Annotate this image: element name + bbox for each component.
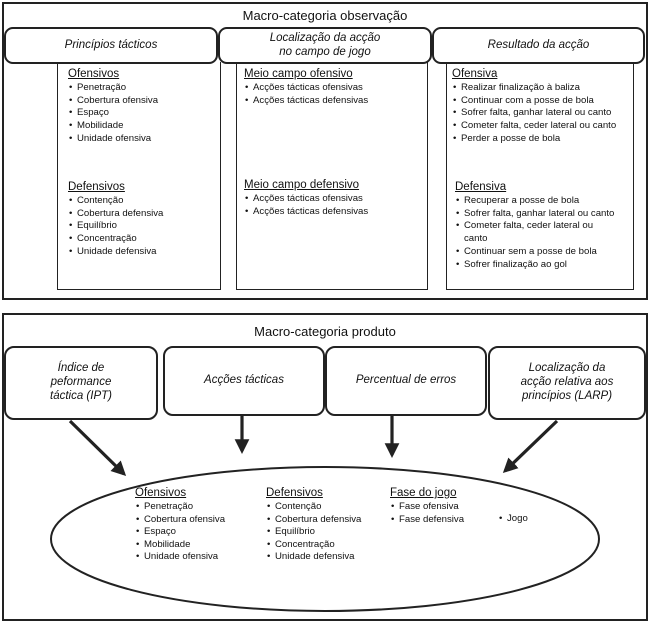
box-larp-line1: Localização da xyxy=(528,362,606,375)
principios-defensivos-title: Defensivos xyxy=(68,181,125,193)
list-item: Acções tácticas ofensivas xyxy=(244,193,424,206)
arrow-larp xyxy=(502,419,559,474)
localizacao-defensivo-list: Acções tácticas ofensivas Acções táctica… xyxy=(244,193,424,218)
ellipse-ofensivos-group: Ofensivos Penetração Cobertura ofensiva … xyxy=(135,487,255,564)
header-localizacao-line2: no campo de jogo xyxy=(279,45,371,58)
list-item: Cometer falta, ceder lateral ou canto xyxy=(452,120,632,133)
header-resultado-accao: Resultado da acção xyxy=(432,27,645,64)
list-item: Unidade ofensiva xyxy=(135,551,255,564)
box-accoes-label: Acções tácticas xyxy=(204,374,284,387)
list-item: Penetração xyxy=(135,501,255,514)
list-item: Jogo xyxy=(498,513,558,526)
list-item: Contenção xyxy=(68,195,218,208)
box-ipt: Índice de peformance táctica (IPT) xyxy=(4,346,158,420)
list-item: Cobertura ofensiva xyxy=(68,95,218,108)
resultado-defensiva-list: Recuperar a posse de bola Sofrer falta, … xyxy=(455,195,615,271)
list-item: Unidade ofensiva xyxy=(68,133,218,146)
ellipse-jogo-group: Jogo xyxy=(498,511,558,526)
principios-ofensivos-group: Ofensivos Penetração Cobertura ofensiva … xyxy=(68,68,218,146)
list-item: Mobilidade xyxy=(68,120,218,133)
ellipse-fase-list: Fase ofensiva Fase defensiva xyxy=(390,501,490,526)
resultado-ofensiva-title: Ofensiva xyxy=(452,68,498,80)
list-item: Equilíbrio xyxy=(266,526,391,539)
list-item: Acções tácticas ofensivas xyxy=(244,82,424,95)
list-item: Concentração xyxy=(68,233,218,246)
ellipse-ofensivos-list: Penetração Cobertura ofensiva Espaço Mob… xyxy=(135,501,255,564)
list-item: Cobertura ofensiva xyxy=(135,514,255,527)
box-larp-line2: acção relativa aos xyxy=(520,376,614,389)
list-item: Contenção xyxy=(266,501,391,514)
list-item: Cobertura defensiva xyxy=(68,208,218,221)
list-item: Continuar com a posse de bola xyxy=(452,95,632,108)
produto-title: Macro-categoria produto xyxy=(254,324,396,339)
list-item: Espaço xyxy=(135,526,255,539)
ellipse-defensivos-list: Contenção Cobertura defensiva Equilíbrio… xyxy=(266,501,391,564)
box-larp-line3: princípios (LARP) xyxy=(521,389,613,402)
list-item: Acções tácticas defensivas xyxy=(244,95,424,108)
observacao-title: Macro-categoria observação xyxy=(242,8,408,23)
arrow-ipt xyxy=(68,419,127,477)
localizacao-ofensivo-title: Meio campo ofensivo xyxy=(244,68,353,80)
box-ipt-line3: táctica (IPT) xyxy=(50,389,112,402)
principios-ofensivos-list: Penetração Cobertura ofensiva Espaço Mob… xyxy=(68,82,218,146)
list-item: Concentração xyxy=(266,539,391,552)
resultado-ofensiva-list: Realizar finalização à baliza Continuar … xyxy=(452,82,632,146)
list-item: Unidade defensiva xyxy=(266,551,391,564)
localizacao-ofensivo-group: Meio campo ofensivo Acções tácticas ofen… xyxy=(244,68,424,107)
list-item: Acções tácticas defensivas xyxy=(244,206,424,219)
list-item: Fase ofensiva xyxy=(390,501,490,514)
list-item: Realizar finalização à baliza xyxy=(452,82,632,95)
observacao-frame xyxy=(2,2,648,300)
list-item: Perder a posse de bola xyxy=(452,133,632,146)
box-ipt-line2: peformance xyxy=(50,376,112,389)
header-localizacao-line1: Localização da acção xyxy=(269,32,381,45)
box-percentual-erros: Percentual de erros xyxy=(325,346,487,416)
list-item: Unidade defensiva xyxy=(68,246,218,259)
list-item: Espaço xyxy=(68,107,218,120)
list-item: Mobilidade xyxy=(135,539,255,552)
resultado-defensiva-group: Defensiva Recuperar a posse de bola Sofr… xyxy=(455,181,615,271)
list-item: Continuar sem a posse de bola xyxy=(455,246,615,259)
box-ipt-line1: Índice de xyxy=(57,362,105,375)
resultado-defensiva-title: Defensiva xyxy=(455,181,507,193)
list-item: Cometer falta, ceder lateral ou canto xyxy=(455,220,615,245)
resultado-ofensiva-group: Ofensiva Realizar finalização à baliza C… xyxy=(452,68,632,146)
header-principios-tacticos: Princípios tácticos xyxy=(4,27,218,64)
ellipse-jogo-list: Jogo xyxy=(498,513,558,526)
principios-defensivos-group: Defensivos Contenção Cobertura defensiva… xyxy=(68,181,218,259)
list-item: Cobertura defensiva xyxy=(266,514,391,527)
localizacao-defensivo-group: Meio campo defensivo Acções tácticas ofe… xyxy=(244,179,424,218)
list-item: Penetração xyxy=(68,82,218,95)
list-item: Sofrer falta, ganhar lateral ou canto xyxy=(452,107,632,120)
produto-frame xyxy=(2,313,648,621)
header-resultado-label: Resultado da acção xyxy=(487,38,590,51)
box-larp: Localização da acção relativa aos princí… xyxy=(488,346,646,420)
list-item: Sofrer falta, ganhar lateral ou canto xyxy=(455,208,615,221)
list-item: Equilíbrio xyxy=(68,220,218,233)
localizacao-defensivo-title: Meio campo defensivo xyxy=(244,179,360,191)
box-erros-label: Percentual de erros xyxy=(355,374,457,387)
ellipse-fase-title: Fase do jogo xyxy=(390,487,457,499)
box-accoes-tacticas: Acções tácticas xyxy=(163,346,325,416)
ellipse-defensivos-title: Defensivos xyxy=(266,487,323,499)
list-item: Recuperar a posse de bola xyxy=(455,195,615,208)
list-item: Sofrer finalização ao gol xyxy=(455,259,615,272)
localizacao-ofensivo-list: Acções tácticas ofensivas Acções táctica… xyxy=(244,82,424,107)
ellipse-defensivos-group: Defensivos Contenção Cobertura defensiva… xyxy=(266,487,391,564)
principios-defensivos-list: Contenção Cobertura defensiva Equilíbrio… xyxy=(68,195,218,259)
principios-ofensivos-title: Ofensivos xyxy=(68,68,120,80)
ellipse-ofensivos-title: Ofensivos xyxy=(135,487,187,499)
header-localizacao-accao: Localização da acção no campo de jogo xyxy=(218,27,432,64)
header-principios-label: Princípios tácticos xyxy=(64,38,158,51)
ellipse-fase-group: Fase do jogo Fase ofensiva Fase defensiv… xyxy=(390,487,490,526)
list-item: Fase defensiva xyxy=(390,514,490,527)
